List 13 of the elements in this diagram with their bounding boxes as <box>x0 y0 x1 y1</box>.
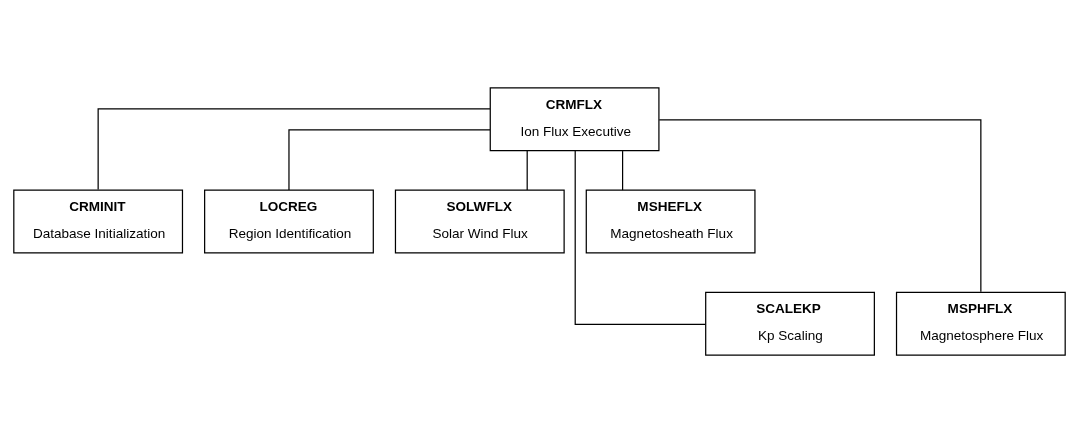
node-box: MSHEFLX Magnetosheath Flux <box>585 189 756 253</box>
connector <box>526 149 528 191</box>
node-box: MSPHFLX Magnetosphere Flux <box>895 291 1066 356</box>
node-box: CRMINIT Database Initialization <box>13 189 184 253</box>
connector <box>288 128 491 191</box>
node-box: SCALEKP Kp Scaling <box>705 291 875 356</box>
connector <box>658 118 982 292</box>
connector <box>97 107 491 190</box>
connector <box>622 149 624 191</box>
node-box: CRMFLX Ion Flux Executive <box>489 86 660 151</box>
connector <box>574 149 707 325</box>
node-box: LOCREG Region Identification <box>204 189 374 253</box>
node-box: SOLWFLX Solar Wind Flux <box>394 189 565 253</box>
